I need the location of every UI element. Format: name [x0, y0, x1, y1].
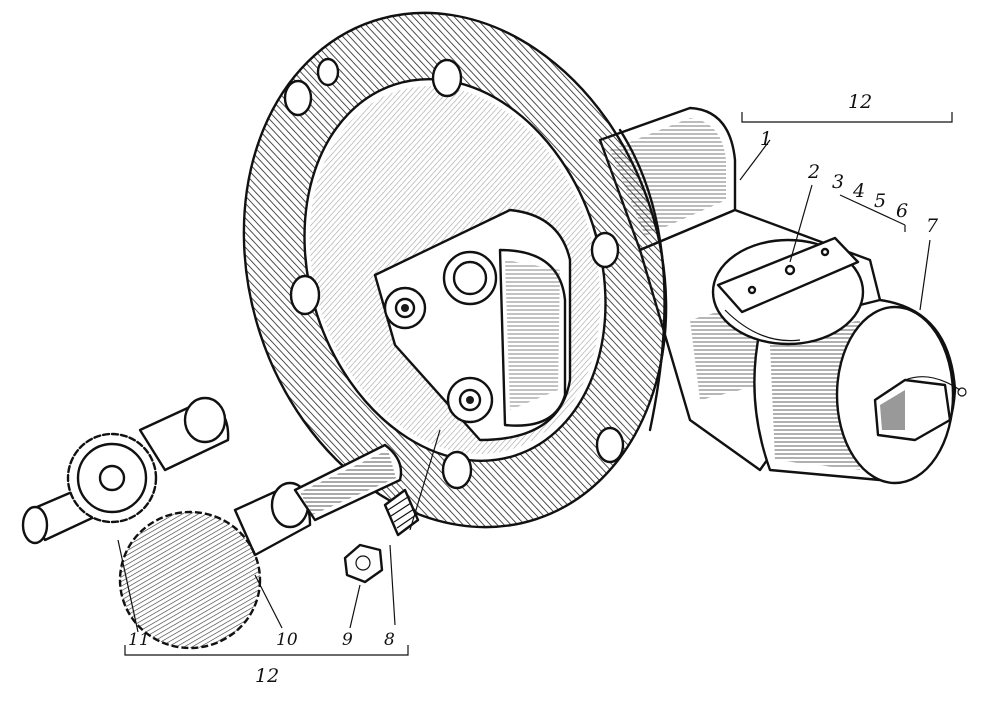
relief-valve-cap [711, 236, 865, 346]
label-1: 1 [760, 128, 772, 150]
label-12-bottom: 12 [255, 665, 279, 687]
label-3: 3 [832, 171, 844, 193]
label-10: 10 [276, 630, 298, 650]
label-7: 7 [926, 215, 939, 237]
drive-gear-shaft [118, 443, 403, 650]
end-cap [753, 298, 967, 485]
nut-part [343, 543, 384, 584]
gear-housing-block [373, 208, 572, 442]
label-11: 11 [128, 630, 150, 650]
label-6: 6 [896, 200, 908, 222]
label-9: 9 [342, 630, 353, 650]
label-2: 2 [807, 161, 820, 183]
leader-lines [117, 139, 931, 633]
label-5: 5 [874, 190, 886, 212]
bracket-12-top [741, 112, 953, 123]
bracket-12-bottom [124, 645, 409, 656]
label-8: 8 [384, 630, 395, 650]
driven-gear-shaft [21, 396, 230, 545]
label-12-top: 12 [848, 91, 872, 113]
spring-part [383, 488, 420, 537]
label-4: 4 [852, 180, 865, 202]
